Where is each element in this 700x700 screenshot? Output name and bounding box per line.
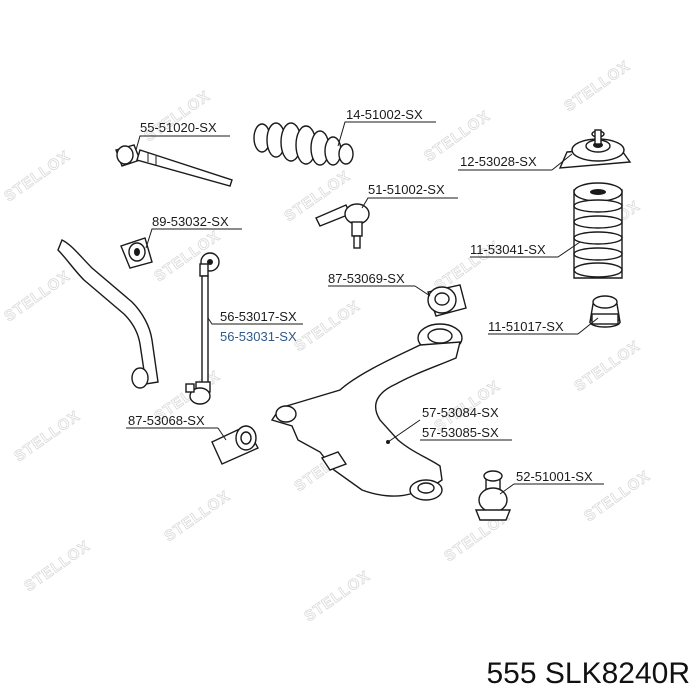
stabilizer-link-part [185,252,220,405]
watermark-mark: STELLOX [1,268,73,326]
label-11-53041: 11-53041-SX [470,242,546,257]
watermark-mark: STELLOX [21,538,93,596]
lower-control-arm-part [270,323,463,501]
label-89-53032: 89-53032-SX [152,214,229,229]
label-57-53085: 57-53085-SX [422,425,499,440]
dust-boot-part [573,182,623,279]
stabilizer-bar-part [57,239,159,389]
label-12-53028: 12-53028-SX [460,154,537,169]
watermark-mark: STELLOX [561,58,633,116]
label-56-53031: 56-53031-SX [220,329,297,344]
label-52-51001: 52-51001-SX [516,469,593,484]
label-14-51002: 14-51002-SX [346,107,423,122]
watermark-mark: STELLOX [161,488,233,546]
control-arm-pointer [386,440,390,444]
steering-boot-part [253,122,354,166]
label-11-51017: 11-51017-SX [488,319,564,334]
label-87-53068: 87-53068-SX [128,413,205,428]
stabilizer-bushing-part [120,237,153,269]
watermark-mark: STELLOX [291,298,363,356]
arm-bushing-rear-part [427,284,467,317]
label-57-53084: 57-53084-SX [422,405,499,420]
watermark-mark: STELLOX [301,568,373,626]
tie-rod-end-part [315,203,370,249]
arm-bushing-front-part [211,425,259,465]
label-87-53069: 87-53069-SX [328,271,405,286]
watermark-mark: STELLOX [11,408,83,466]
label-51-51002: 51-51002-SX [368,182,445,197]
label-55-51020: 55-51020-SX [140,120,217,135]
watermark-mark: STELLOX [571,338,643,396]
ball-joint-part [474,470,512,521]
bump-stop-part [589,295,621,328]
strut-mount-part [558,129,632,169]
label-56-53017: 56-53017-SX [220,309,297,324]
leader-lines [126,121,604,495]
tie-rod-part [115,144,233,187]
footer-part-number: 555 SLK8240R [487,657,691,690]
watermark-mark: STELLOX [1,148,73,206]
